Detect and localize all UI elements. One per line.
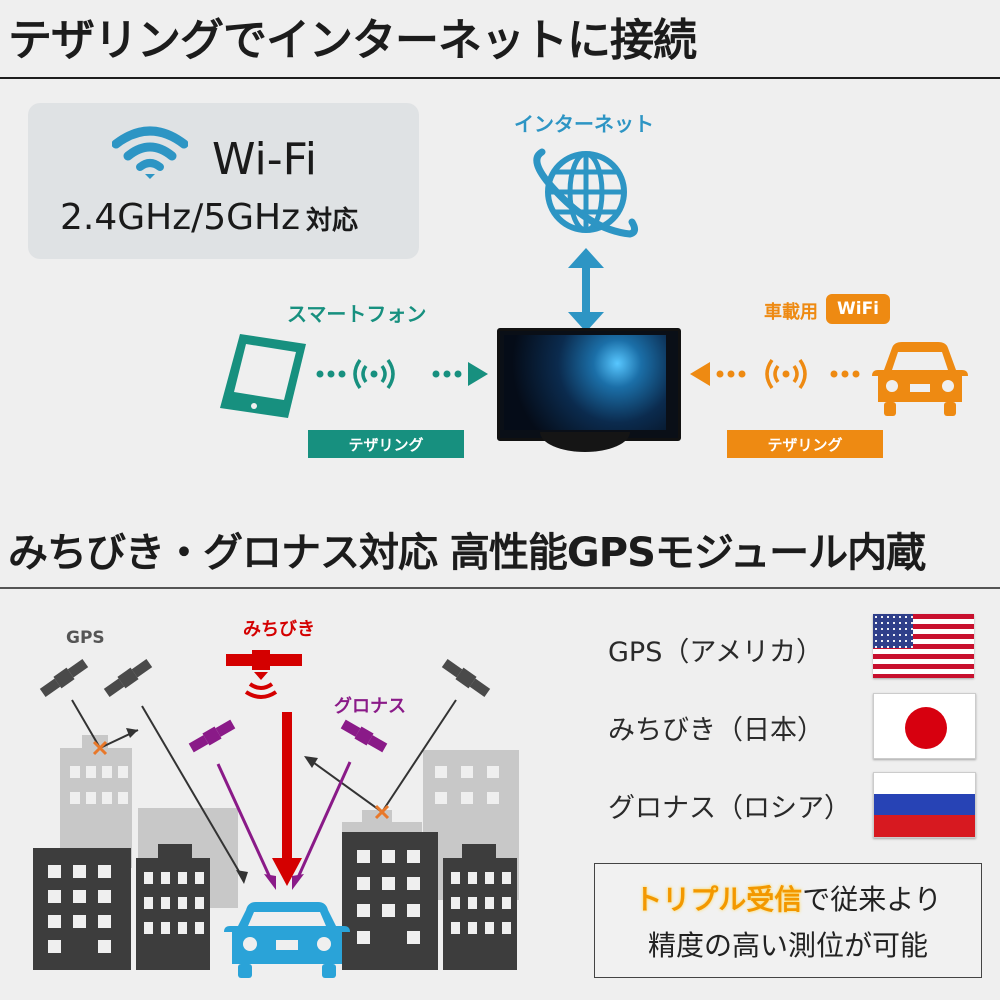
monitor-screen bbox=[504, 335, 666, 430]
callout-line-2: 精度の高い測位が可能 bbox=[647, 929, 928, 962]
section-title-gps: みちびき・グロナス対応 高性能GPSモジュール内蔵 bbox=[8, 530, 926, 576]
internet-label: インターネット bbox=[514, 112, 654, 136]
section-title-tethering: テザリングでインターネットに接続 bbox=[8, 15, 697, 66]
divider bbox=[0, 77, 1000, 79]
smartphone-label: スマートフォン bbox=[287, 302, 427, 326]
system-michibiki: みちびき（日本） bbox=[608, 715, 824, 746]
glonass-satellite-label: グロナス bbox=[334, 696, 406, 717]
glonass-satellite-icon bbox=[188, 719, 388, 753]
callout-highlight: トリプル受信 bbox=[634, 883, 803, 916]
smartphone-tethering-badge: テザリング bbox=[308, 430, 464, 458]
signal-right-icon bbox=[316, 358, 488, 390]
divider bbox=[0, 587, 1000, 589]
system-gps: GPS（アメリカ） bbox=[608, 637, 823, 668]
gps-satellite-label: GPS bbox=[66, 628, 105, 648]
triple-reception-callout: トリプル受信で従来より 精度の高い測位が可能 bbox=[594, 863, 982, 978]
blocked-signal-icon bbox=[92, 740, 390, 820]
japan-flag-icon bbox=[873, 693, 976, 759]
russia-flag-icon bbox=[873, 772, 976, 838]
satellite-diagram bbox=[33, 650, 519, 978]
callout-line-1: トリプル受信で従来より bbox=[595, 878, 981, 918]
car-wifi-label: 車載用 bbox=[764, 302, 818, 323]
system-glonass: グロナス（ロシア） bbox=[608, 793, 851, 824]
monitor-device bbox=[497, 328, 681, 441]
bidirectional-arrow-icon bbox=[568, 248, 604, 332]
car-tethering-badge: テザリング bbox=[727, 430, 883, 458]
wifi-frequency-suffix: 対応 bbox=[306, 206, 359, 236]
wifi-icon bbox=[112, 126, 188, 179]
gps-satellite-icon bbox=[39, 658, 491, 698]
wifi-badge: WiFi bbox=[826, 294, 890, 324]
michibiki-satellite-label: みちびき bbox=[243, 619, 315, 640]
michibiki-satellite-icon bbox=[226, 650, 302, 680]
globe-icon bbox=[533, 148, 639, 238]
callout-line-1-rest: で従来より bbox=[802, 883, 942, 916]
signal-left-icon bbox=[690, 358, 860, 390]
car-icon bbox=[872, 342, 968, 416]
wifi-frequency-value: 2.4GHz/5GHz bbox=[60, 197, 301, 238]
monitor-stand bbox=[540, 432, 630, 452]
wifi-spec-box bbox=[28, 103, 419, 259]
smartphone-icon bbox=[220, 334, 306, 418]
us-flag-icon bbox=[873, 614, 974, 678]
wifi-label: Wi-Fi bbox=[212, 134, 317, 185]
